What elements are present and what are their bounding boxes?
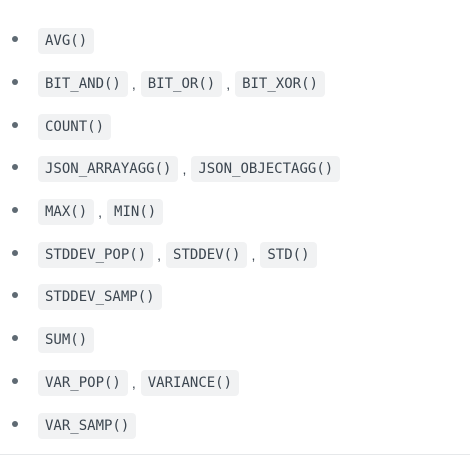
separator: , bbox=[157, 246, 162, 263]
list-item: STDDEV_POP() , STDDEV() , STD() bbox=[0, 233, 470, 276]
inline-code: STDDEV_POP() bbox=[38, 241, 154, 268]
separator: , bbox=[131, 374, 136, 391]
inline-code: VAR_POP() bbox=[38, 369, 128, 396]
inline-code: JSON_ARRAYAGG() bbox=[38, 156, 179, 183]
bullet-icon bbox=[12, 36, 18, 43]
bullet-icon bbox=[12, 249, 18, 256]
separator: , bbox=[226, 76, 231, 93]
aggregate-function-list: AVG() BIT_AND() , BIT_OR() , BIT_XOR() C… bbox=[0, 20, 470, 447]
inline-code: AVG() bbox=[38, 28, 95, 55]
bullet-icon bbox=[12, 207, 18, 214]
list-item: MAX() , MIN() bbox=[0, 191, 470, 234]
separator: , bbox=[182, 161, 187, 178]
bullet-icon bbox=[12, 79, 18, 86]
inline-code: COUNT() bbox=[38, 113, 112, 140]
list-item: COUNT() bbox=[0, 105, 470, 148]
inline-code: VAR_SAMP() bbox=[38, 412, 137, 439]
divider bbox=[0, 454, 470, 455]
list-item: VAR_SAMP() bbox=[0, 404, 470, 447]
separator: , bbox=[98, 204, 103, 221]
inline-code: BIT_OR() bbox=[140, 71, 223, 98]
inline-code: BIT_AND() bbox=[38, 71, 128, 98]
list-item: AVG() bbox=[0, 20, 470, 63]
separator: , bbox=[131, 76, 136, 93]
bullet-icon bbox=[12, 377, 18, 384]
list-item: STDDEV_SAMP() bbox=[0, 276, 470, 319]
inline-code: MIN() bbox=[107, 199, 164, 226]
separator: , bbox=[251, 246, 256, 263]
bullet-icon bbox=[12, 164, 18, 171]
list-item: BIT_AND() , BIT_OR() , BIT_XOR() bbox=[0, 63, 470, 106]
inline-code: STD() bbox=[260, 241, 317, 268]
inline-code: SUM() bbox=[38, 327, 95, 354]
bullet-icon bbox=[12, 121, 18, 128]
bullet-icon bbox=[12, 420, 18, 427]
list-item: VAR_POP() , VARIANCE() bbox=[0, 362, 470, 405]
inline-code: MAX() bbox=[38, 199, 95, 226]
list-item: JSON_ARRAYAGG() , JSON_OBJECTAGG() bbox=[0, 148, 470, 191]
bullet-icon bbox=[12, 335, 18, 342]
inline-code: BIT_XOR() bbox=[235, 71, 325, 98]
inline-code: STDDEV() bbox=[166, 241, 248, 268]
list-item: SUM() bbox=[0, 319, 470, 362]
bullet-icon bbox=[12, 292, 18, 299]
inline-code: VARIANCE() bbox=[140, 369, 240, 396]
inline-code: JSON_OBJECTAGG() bbox=[191, 156, 341, 183]
inline-code: STDDEV_SAMP() bbox=[38, 284, 162, 311]
